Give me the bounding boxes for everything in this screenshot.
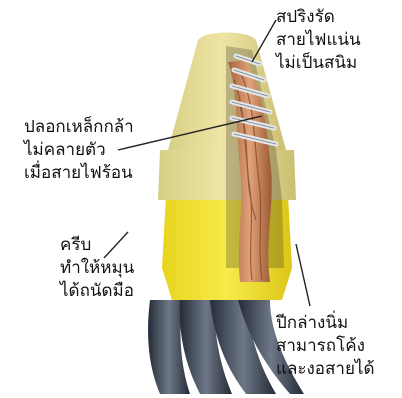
skirt-label-line-1: ปีกล่างนิ่ม xyxy=(276,312,375,335)
shell-label-line-1: ปลอกเหล็กกล้า xyxy=(24,116,134,139)
ribs-label-line-3: ได้ถนัดมือ xyxy=(60,280,134,303)
ribs-label-line-2: ทำให้หมุน xyxy=(60,257,134,280)
skirt-label-line-3: และงอสายได้ xyxy=(276,358,375,381)
spring-label-line-3: ไม่เป็นสนิม xyxy=(276,52,361,75)
shell-label-line-2: ไม่คลายตัว xyxy=(24,139,134,162)
ribs-label-line-1: ครีบ xyxy=(60,234,134,257)
shell-label-line-3: เมื่อสายไฟร้อน xyxy=(24,162,134,185)
skirt-label-line-2: สามารถโค้ง xyxy=(276,335,375,358)
ribs-label: ครีบ ทำให้หมุน ได้ถนัดมือ xyxy=(60,234,134,303)
cutaway-interior xyxy=(226,46,284,282)
spring-label: สปริงรัด สายไฟแน่น ไม่เป็นสนิม xyxy=(276,6,361,75)
spring-label-line-2: สายไฟแน่น xyxy=(276,29,361,52)
spring-label-line-1: สปริงรัด xyxy=(276,6,361,29)
shell-label: ปลอกเหล็กกล้า ไม่คลายตัว เมื่อสายไฟร้อน xyxy=(24,116,134,185)
skirt-label: ปีกล่างนิ่ม สามารถโค้ง และงอสายได้ xyxy=(276,312,375,381)
